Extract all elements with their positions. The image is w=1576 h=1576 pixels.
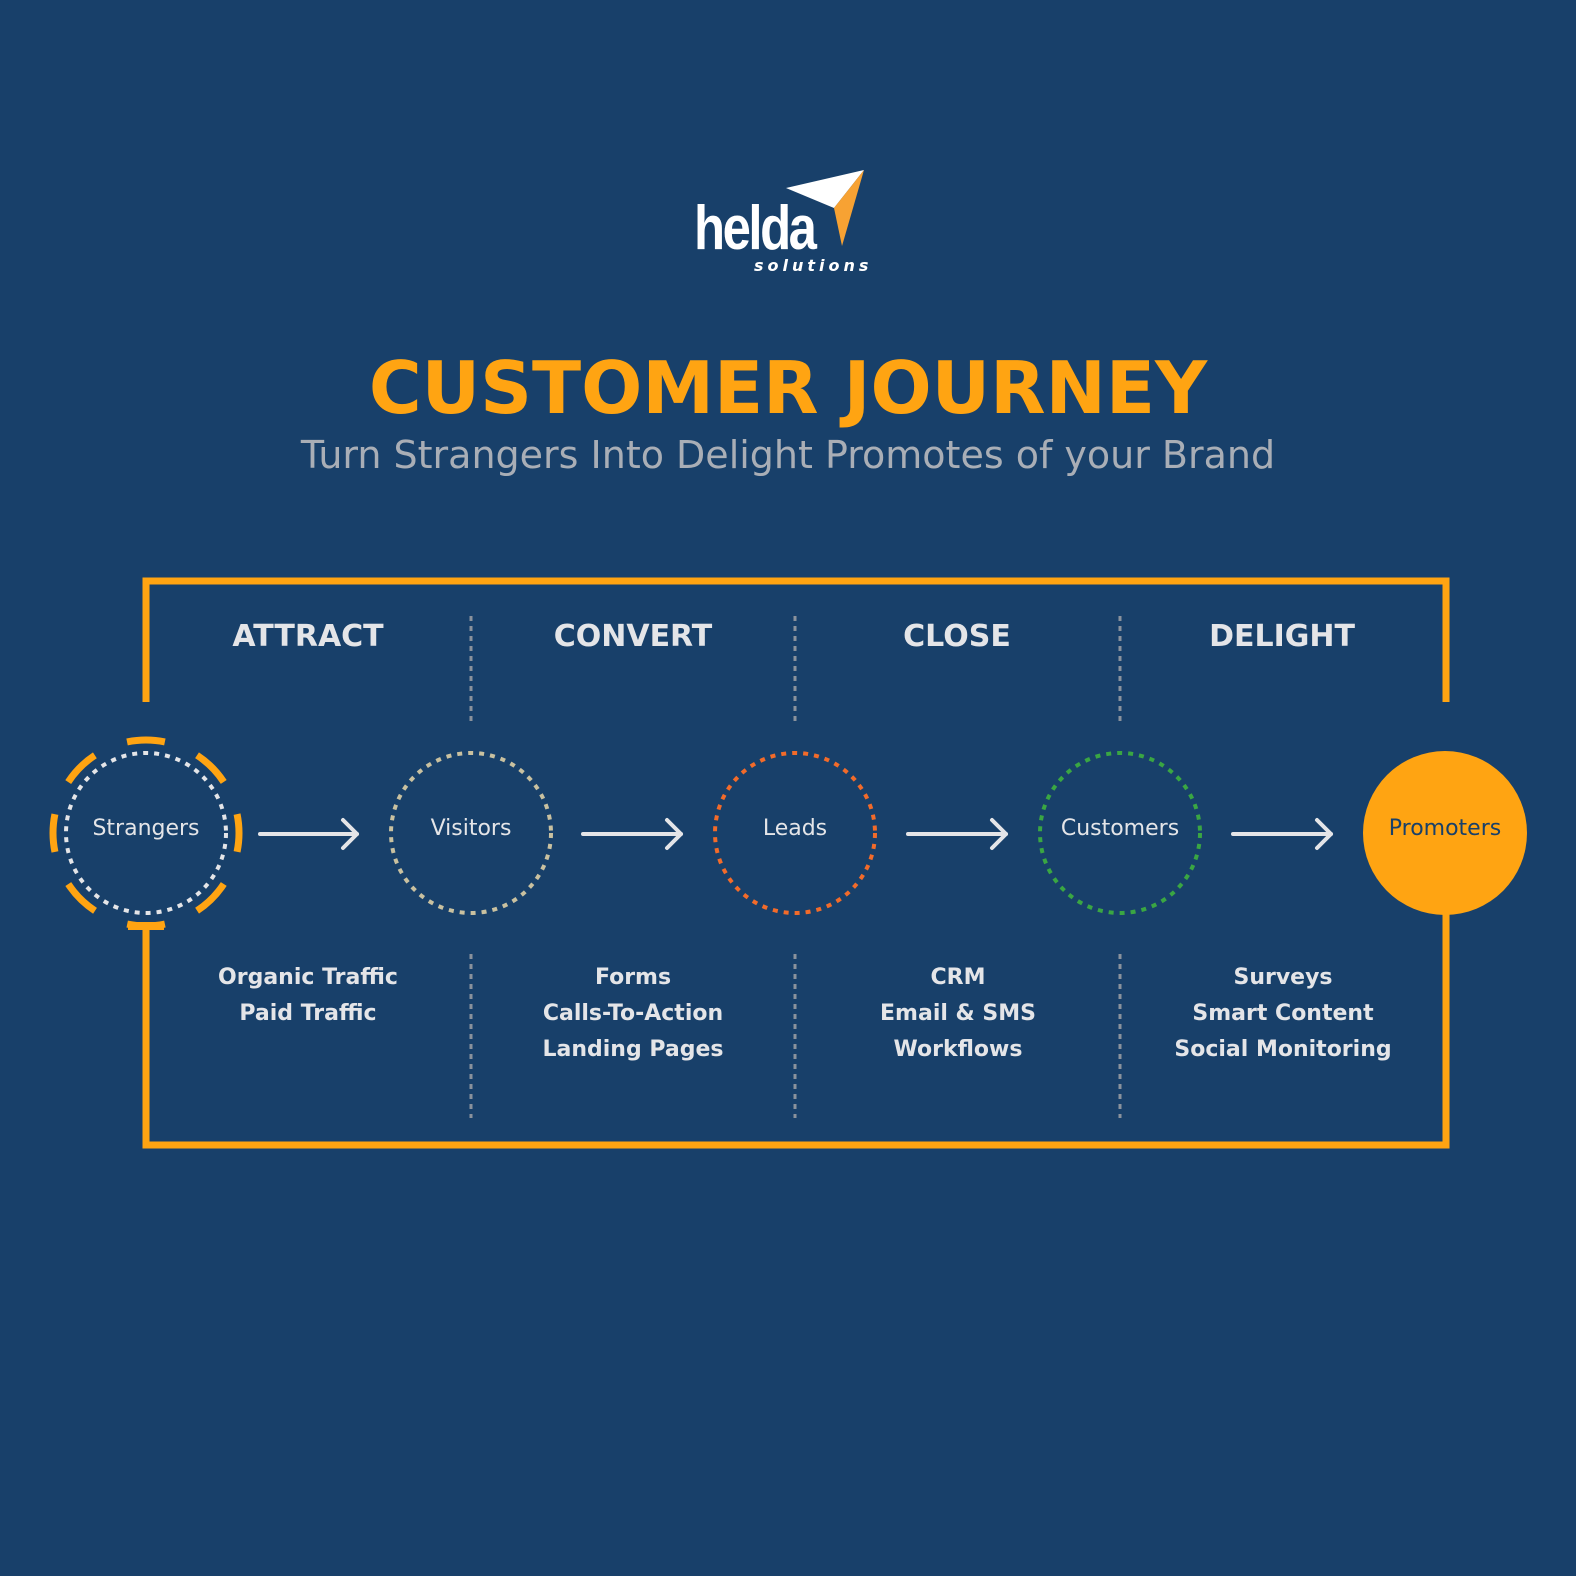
node-customers bbox=[1038, 751, 1202, 915]
bottom-bracket bbox=[142, 914, 1450, 1149]
node-label-leads: Leads bbox=[762, 816, 828, 841]
tool-item: Forms bbox=[594, 965, 672, 990]
stage-label-attract: ATTRACT bbox=[232, 619, 384, 654]
node-label-visitors: Visitors bbox=[430, 816, 512, 841]
tool-item: Email & SMS bbox=[880, 1001, 1036, 1026]
strangers-inner-ring bbox=[64, 751, 228, 915]
paper-plane-arrow-icon bbox=[786, 170, 864, 246]
stage-dividers-bottom bbox=[469, 954, 1122, 1118]
tool-list-close: CRM Email & SMS Workflows bbox=[808, 960, 1108, 1068]
node-label-strangers: Strangers bbox=[92, 816, 200, 841]
arrow-right-icon bbox=[906, 818, 1008, 850]
node-strangers bbox=[49, 736, 243, 930]
tool-list-convert: Forms Calls-To-Action Landing Pages bbox=[483, 960, 783, 1068]
stage-label-delight: DELIGHT bbox=[1209, 619, 1355, 654]
tool-item: Smart Content bbox=[1192, 1001, 1374, 1026]
node-leads bbox=[713, 751, 877, 915]
stage-label-close: CLOSE bbox=[903, 619, 1011, 654]
tool-item: Workflows bbox=[893, 1037, 1023, 1062]
page-title: CUSTOMER JOURNEY bbox=[368, 346, 1208, 430]
node-label-customers: Customers bbox=[1060, 816, 1180, 841]
tool-item: Calls-To-Action bbox=[542, 1001, 724, 1026]
node-label-promoters: Promoters bbox=[1388, 816, 1502, 841]
tool-item: Surveys bbox=[1233, 965, 1333, 990]
node-visitors bbox=[389, 751, 553, 915]
tool-item: Landing Pages bbox=[542, 1037, 724, 1062]
top-bracket bbox=[142, 577, 1450, 702]
tool-item: CRM bbox=[930, 965, 986, 990]
page-subtitle: Turn Strangers Into Delight Promotes of … bbox=[300, 433, 1276, 477]
tool-item: Paid Traffic bbox=[239, 1001, 377, 1026]
brand-logo: helda solutions bbox=[690, 168, 890, 283]
arrow-right-icon bbox=[581, 818, 683, 850]
tool-list-delight: Surveys Smart Content Social Monitoring bbox=[1133, 960, 1433, 1068]
arrow-right-icon bbox=[258, 818, 359, 850]
stage-dividers-top bbox=[469, 616, 1122, 726]
arrow-right-icon bbox=[1231, 818, 1333, 850]
tool-item: Social Monitoring bbox=[1174, 1037, 1392, 1062]
brand-name: helda bbox=[694, 194, 817, 263]
tool-item: Organic Traffic bbox=[218, 965, 398, 990]
stage-label-convert: CONVERT bbox=[553, 619, 713, 654]
strangers-outer-ring bbox=[49, 736, 243, 930]
brand-tagline: solutions bbox=[754, 256, 873, 275]
tool-list-attract: Organic Traffic Paid Traffic bbox=[158, 960, 458, 1032]
node-promoters bbox=[1363, 751, 1527, 915]
